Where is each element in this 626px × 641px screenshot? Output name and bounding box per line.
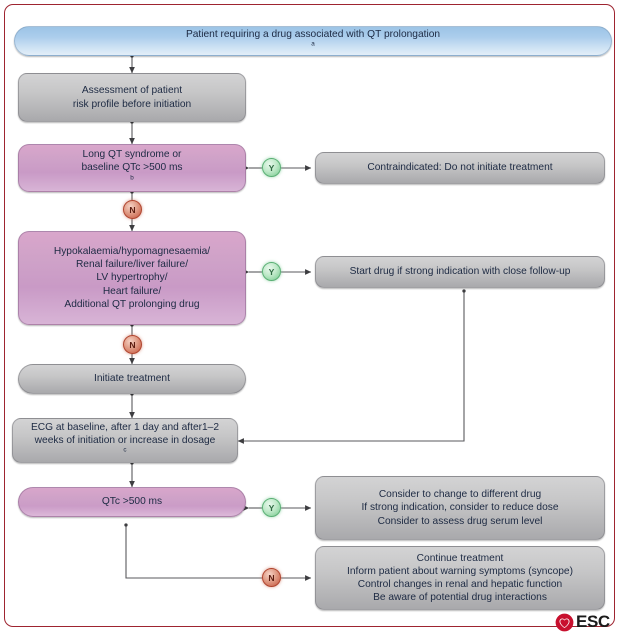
node-initiate-treatment-label: Initiate treatment bbox=[94, 373, 170, 385]
node-risk-factors-line2: Renal failure/liver failure/ bbox=[75, 259, 189, 271]
node-risk-factors-line5: Additional QT prolonging drug bbox=[64, 298, 200, 310]
node-initiate-treatment: Initiate treatment bbox=[18, 364, 246, 394]
node-ecg-superscript: c bbox=[123, 446, 127, 454]
node-risk-factors-line1: Hypokalaemia/hypomagnesaemia/ bbox=[53, 246, 211, 258]
esc-logo: ESC bbox=[555, 612, 610, 632]
node-qtc-check: QTc >500 ms bbox=[18, 487, 246, 517]
badge-no-qtc-label: N bbox=[268, 572, 275, 583]
node-qtc-yes-line3: Consider to assess drug serum level bbox=[377, 515, 543, 527]
badge-yes-risk-factors: Y bbox=[262, 262, 281, 281]
node-risk-factors: Hypokalaemia/hypomagnesaemia/ Renal fail… bbox=[18, 231, 246, 325]
node-start: Patient requiring a drug associated with… bbox=[14, 26, 612, 56]
badge-yes-long-qt: Y bbox=[262, 158, 281, 177]
node-assessment-line2: risk profile before initiation bbox=[72, 98, 192, 110]
node-ecg-line1: ECG at baseline, after 1 day and after1–… bbox=[30, 421, 220, 433]
badge-yes-qtc-label: Y bbox=[268, 502, 275, 513]
badge-yes-qtc: Y bbox=[262, 498, 281, 517]
node-contraindicated: Contraindicated: Do not initiate treatme… bbox=[315, 152, 605, 184]
esc-wordmark: ESC bbox=[576, 612, 610, 631]
node-qtc-yes-line2: If strong indication, consider to reduce… bbox=[361, 502, 559, 514]
node-qtc-yes-actions: Consider to change to different drug If … bbox=[315, 476, 605, 540]
node-contraindicated-label: Contraindicated: Do not initiate treatme… bbox=[367, 162, 553, 174]
node-assessment: Assessment of patient risk profile befor… bbox=[18, 73, 246, 122]
node-long-qt-line1: Long QT syndrome or bbox=[82, 149, 182, 161]
node-ecg-line2: weeks of initiation or increase in dosag… bbox=[34, 434, 216, 446]
node-long-qt-line2: baseline QTc >500 ms bbox=[81, 162, 183, 174]
node-long-qt-syndrome: Long QT syndrome or baseline QTc >500 ms… bbox=[18, 144, 246, 192]
node-ecg-monitoring: ECG at baseline, after 1 day and after1–… bbox=[12, 418, 238, 463]
node-qtc-yes-line1: Consider to change to different drug bbox=[378, 489, 542, 501]
badge-yes-long-qt-label: Y bbox=[268, 162, 275, 173]
heart-icon bbox=[555, 613, 574, 631]
badge-no-qtc: N bbox=[262, 568, 281, 587]
badge-no-long-qt: N bbox=[123, 200, 142, 219]
node-qtc-no-line4: Be aware of potential drug interactions bbox=[373, 592, 547, 604]
node-assessment-line1: Assessment of patient bbox=[81, 85, 183, 97]
badge-no-risk-factors-label: N bbox=[129, 339, 136, 350]
node-qtc-no-line1: Continue treatment bbox=[416, 552, 504, 564]
node-qtc-no-actions: Continue treatment Inform patient about … bbox=[315, 546, 605, 610]
node-qtc-no-line3: Control changes in renal and hepatic fun… bbox=[357, 579, 563, 590]
node-risk-factors-line4: Heart failure/ bbox=[102, 285, 162, 297]
badge-no-risk-factors: N bbox=[123, 335, 142, 354]
node-long-qt-superscript: b bbox=[130, 174, 134, 182]
badge-yes-risk-factors-label: Y bbox=[268, 266, 275, 277]
node-start-label: Patient requiring a drug associated with… bbox=[185, 28, 441, 40]
node-qtc-no-line2: Inform patient about warning symptoms (s… bbox=[347, 565, 573, 577]
node-start-drug-label: Start drug if strong indication with clo… bbox=[349, 266, 571, 278]
node-start-drug: Start drug if strong indication with clo… bbox=[315, 256, 605, 288]
node-start-superscript: a bbox=[311, 40, 315, 48]
node-qtc-check-label: QTc >500 ms bbox=[101, 496, 163, 508]
node-risk-factors-line3: LV hypertrophy/ bbox=[96, 272, 168, 284]
badge-no-long-qt-label: N bbox=[129, 204, 136, 215]
